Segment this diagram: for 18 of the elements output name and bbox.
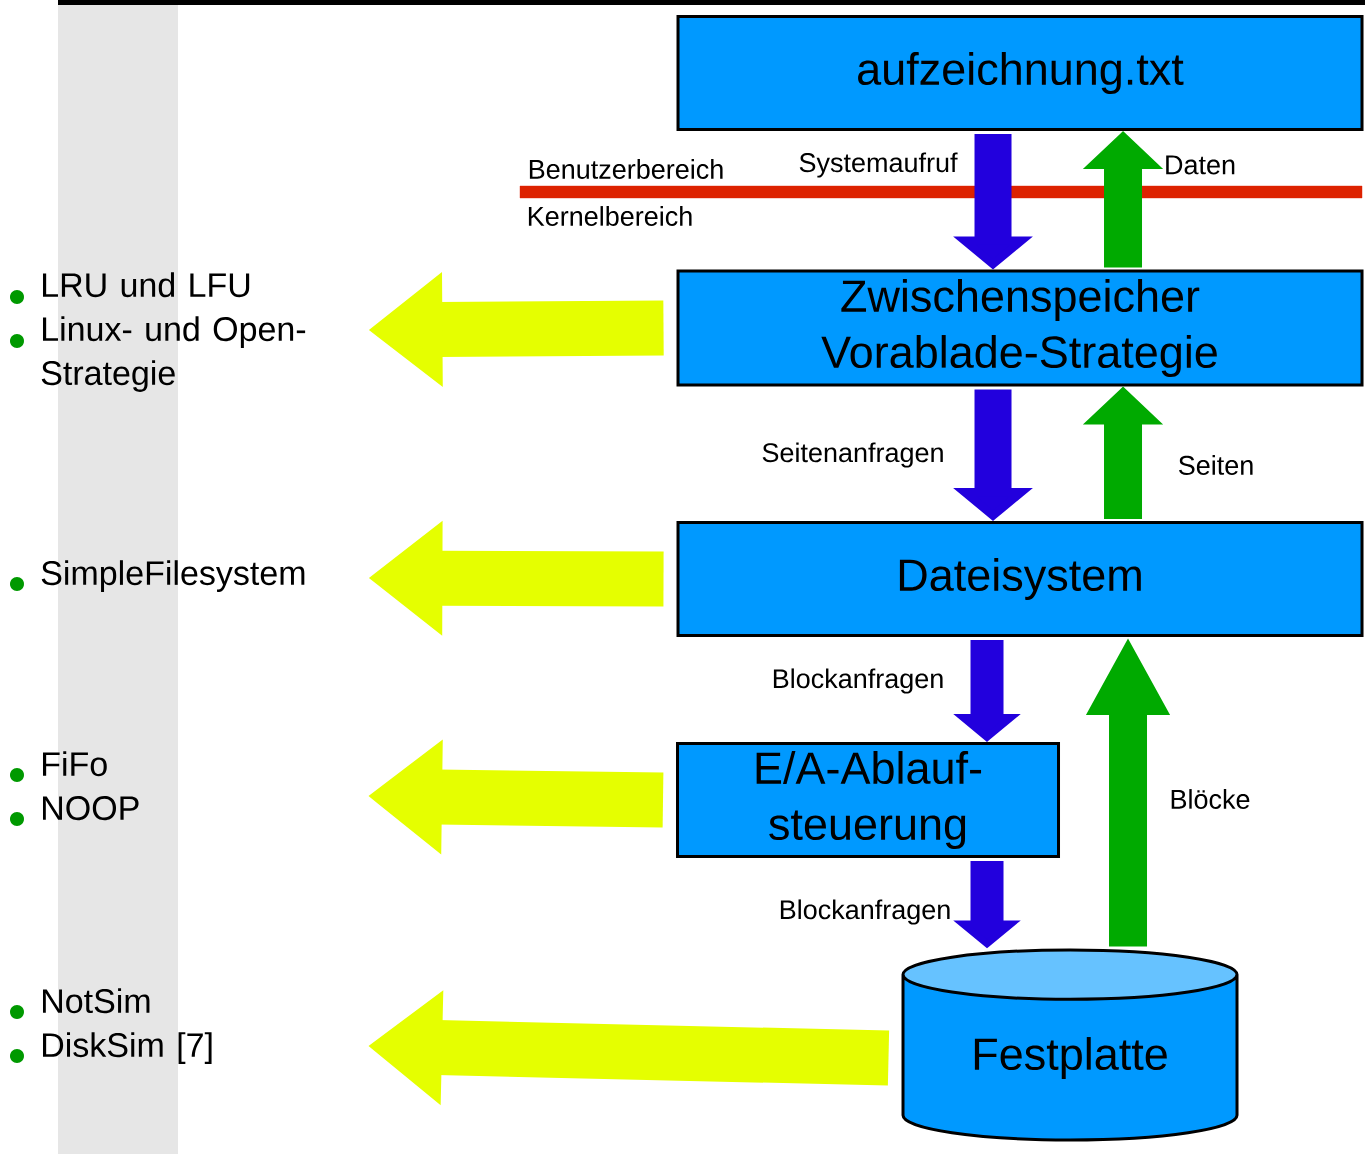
- bullet-list: NotSim DiskSim [7]: [43, 988, 212, 1064]
- process-box: Zwischenspeicher Vorablade-Strategie: [676, 269, 1364, 387]
- edge-label: Seitenanfragen: [762, 442, 943, 468]
- region-label: Benutzerbereich: [529, 159, 723, 179]
- edge-label: Blöcke: [1171, 789, 1250, 809]
- process-box: E/A-Ablauf- steuerung: [676, 742, 1060, 858]
- process-box: Dateisystem: [676, 521, 1364, 637]
- disk-cylinder: Festplatte: [901, 948, 1239, 1142]
- bullet-list: SimpleFilesystem: [41, 560, 305, 592]
- process-box: aufzeichnung.txt: [676, 15, 1364, 131]
- edge-label: Seiten: [1178, 455, 1253, 475]
- bullet-list: FiFo NOOP: [43, 751, 139, 821]
- edge-label: Blockanfragen: [773, 668, 943, 694]
- edge-label: Systemaufruf: [799, 152, 958, 178]
- region-label: Kernelbereich: [528, 206, 692, 226]
- edge-label: Daten: [1166, 155, 1235, 175]
- edge-label: Blockanfragen: [780, 899, 950, 925]
- bullet-list: LRU und LFU Linux- und Open- Strategie: [41, 272, 306, 392]
